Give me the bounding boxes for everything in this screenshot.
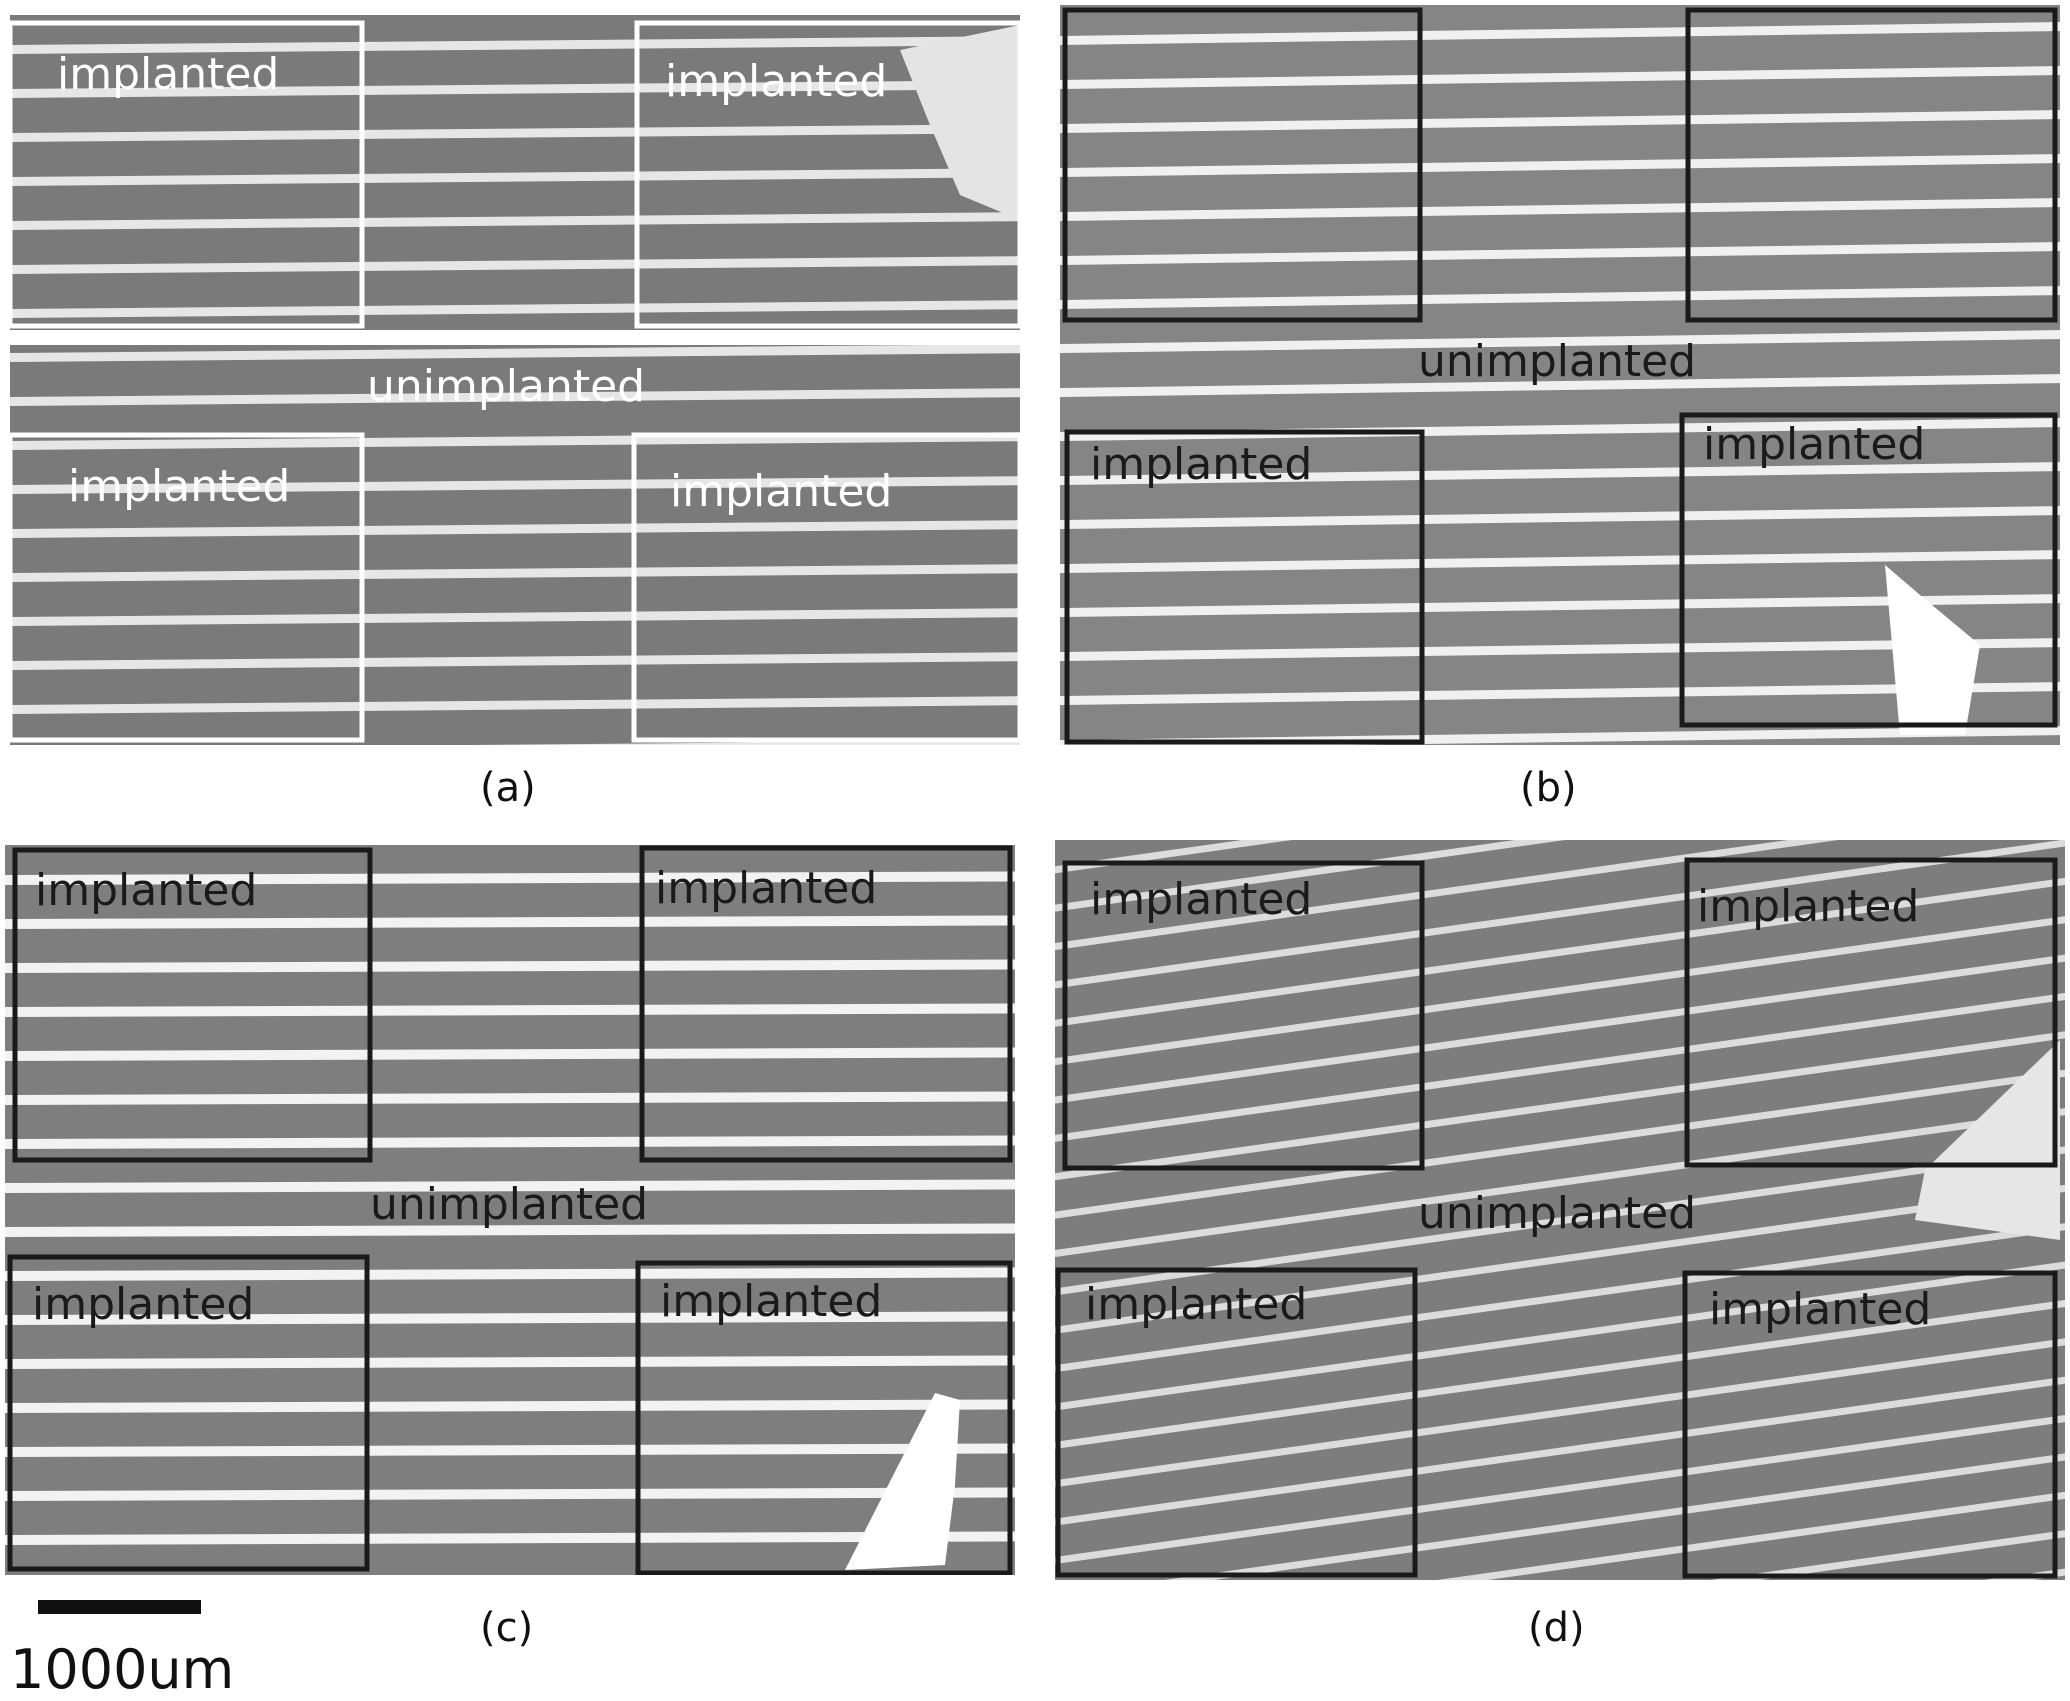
panel-c-caption: (c): [480, 1605, 534, 1651]
label-region-bottom-left: implanted: [68, 461, 291, 512]
label-region-top-right: implanted: [1697, 881, 1920, 932]
panel-a-caption: (a): [480, 765, 536, 811]
label-region-bottom-right: implanted: [1703, 419, 1926, 470]
scale-bar-label: 1000um: [10, 1638, 235, 1701]
label-region-top-left: implanted: [1090, 874, 1313, 925]
label-region-center: unimplanted: [370, 1179, 649, 1230]
micrograph-panel-c: implanted implanted unimplanted implante…: [5, 845, 1015, 1575]
label-region-bottom-left: implanted: [32, 1279, 255, 1330]
label-region-bottom-right: implanted: [660, 1276, 883, 1327]
scale-bar: [38, 1600, 201, 1614]
panel-d-caption: (d): [1528, 1605, 1585, 1651]
label-region-bottom-right: implanted: [1709, 1284, 1932, 1335]
label-region-top-right: implanted: [665, 56, 888, 107]
label-region-bottom-right: implanted: [670, 466, 893, 517]
micrograph-panel-d: implanted implanted unimplanted implante…: [1055, 840, 2065, 1580]
micrograph-b-image: [1060, 5, 2060, 745]
label-region-bottom-left: implanted: [1085, 1279, 1308, 1330]
label-region-center: unimplanted: [1418, 336, 1697, 387]
micrograph-panel-b: unimplanted implanted implanted: [1060, 5, 2060, 745]
label-region-center: unimplanted: [367, 361, 646, 412]
label-region-top-right: implanted: [655, 863, 878, 914]
micrograph-d-image: [1055, 840, 2065, 1580]
label-region-top-left: implanted: [35, 865, 258, 916]
label-region-top-left: implanted: [57, 49, 280, 100]
micrograph-a-image: [10, 15, 1020, 745]
label-region-bottom-left: implanted: [1090, 439, 1313, 490]
panel-b-caption: (b): [1520, 765, 1577, 811]
label-region-center: unimplanted: [1418, 1188, 1697, 1239]
micrograph-panel-a: implanted implanted unimplanted implante…: [10, 15, 1020, 745]
micrograph-c-image: [5, 845, 1015, 1575]
